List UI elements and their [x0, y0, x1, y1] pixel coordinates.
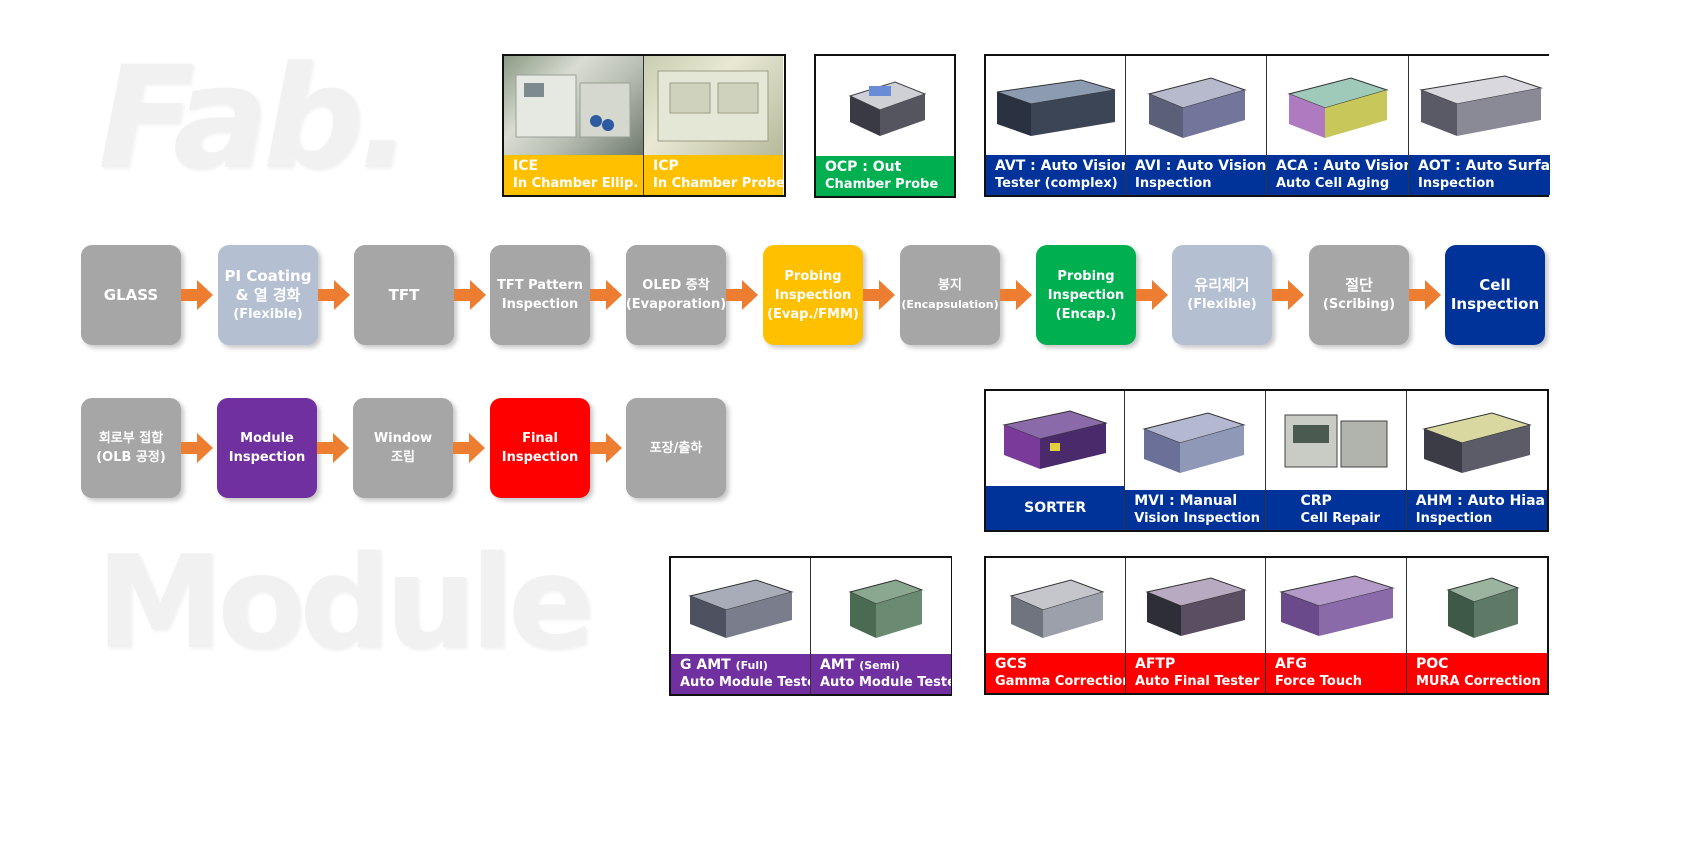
step-olb-bonding: 회로부 접합 (OLB 공정) [81, 398, 181, 498]
flow-arrow-icon [1409, 280, 1441, 310]
equipment-card-gcs: GCS Gamma Correction [986, 558, 1126, 693]
equipment-card-mvi: MVI : Manual Vision Inspection [1125, 391, 1266, 530]
step-scribing: 절단 (Scribing) [1309, 245, 1409, 345]
equipment-card-ocp: OCP : Out Chamber Probe [816, 56, 954, 196]
machine-render-icon [1409, 56, 1550, 155]
step-window-assembly: Window 조립 [353, 398, 453, 498]
equipment-card-aftp: AFTP Auto Final Tester [1126, 558, 1266, 693]
flow-arrow-icon [453, 433, 485, 463]
flow-arrow-icon [1136, 280, 1168, 310]
machine-render-icon [1407, 558, 1547, 653]
flow-arrow-icon [863, 280, 895, 310]
machine-render-icon [1125, 391, 1265, 490]
step-module-inspection: Module Inspection [217, 398, 317, 498]
flow-arrow-icon [181, 280, 213, 310]
step-probing-inspection-evap: Probing Inspection (Evap./FMM) [763, 245, 863, 345]
machine-render-icon [986, 391, 1125, 486]
flow-arrow-icon [590, 280, 622, 310]
flow-arrow-icon [590, 433, 622, 463]
equipment-card-avi: AVI : Auto Vision Inspection [1126, 56, 1267, 195]
step-pi-coating: PI Coating & 열 경화 (Flexible) [218, 245, 318, 345]
equipment-card-avt: AVT : Auto Vision Tester (complex) [986, 56, 1126, 195]
equipment-card-gamt: G AMT (Full) Auto Module Tester [671, 558, 811, 694]
equipment-group-cell-inspection: AVT : Auto Vision Tester (complex) AVI :… [984, 54, 1550, 197]
machine-render-icon [986, 56, 1125, 155]
flow-arrow-icon [317, 433, 349, 463]
equipment-card-ahm: AHM : Auto Hiaa Inspection [1406, 391, 1547, 530]
equipment-card-amt: AMT (Semi) Auto Module Tester [811, 558, 951, 694]
machine-render-icon [986, 558, 1125, 653]
equipment-group-final-inspection: GCS Gamma Correction AFTP Auto Final Tes… [984, 556, 1549, 695]
equipment-card-crp: CRP Cell Repair [1265, 391, 1407, 530]
flow-arrow-icon [726, 280, 758, 310]
equipment-group-module-inspection: G AMT (Full) Auto Module Tester AMT (Sem… [669, 556, 952, 696]
step-final-inspection: Final Inspection [490, 398, 590, 498]
equipment-group-evap: ICE In Chamber Ellip. ICP In Chamber Pro… [502, 54, 786, 197]
flow-arrow-icon [318, 280, 350, 310]
step-cell-inspection: Cell Inspection [1445, 245, 1545, 345]
step-glass-removal: 유리제거 (Flexible) [1172, 245, 1272, 345]
step-oled-evaporation: OLED 증착 (Evaporation) [626, 245, 726, 345]
machine-render-icon [1267, 56, 1408, 155]
equipment-card-afg: AFG Force Touch [1266, 558, 1407, 693]
machine-render-icon [811, 558, 951, 654]
flow-arrow-icon [454, 280, 486, 310]
flow-arrow-icon [1272, 280, 1304, 310]
flow-arrow-icon [181, 433, 213, 463]
equipment-card-icp: ICP In Chamber Probe [644, 56, 783, 195]
equipment-group-encap: OCP : Out Chamber Probe [814, 54, 956, 198]
equipment-card-poc: POC MURA Correction [1407, 558, 1547, 693]
fab-heading: Fab. [98, 36, 412, 201]
step-tft-pattern-inspection: TFT Pattern Inspection [490, 245, 590, 345]
machine-render-icon [671, 558, 810, 654]
step-packing-shipping: 포장/출하 [626, 398, 726, 498]
equipment-card-sorter: SORTER [986, 391, 1126, 530]
flow-arrow-icon [1000, 280, 1032, 310]
equipment-card-aot: AOT : Auto Surface Inspection [1409, 56, 1550, 195]
machine-render-icon [1126, 56, 1266, 155]
machine-render-icon [1126, 558, 1265, 653]
step-tft: TFT [354, 245, 454, 345]
equipment-group-cell-sorting: SORTER MVI : Manual Vision Inspection CR… [984, 389, 1549, 532]
equipment-card-ice: ICE In Chamber Ellip. [504, 56, 644, 195]
machine-photo-icon [504, 56, 643, 155]
step-glass: GLASS [81, 245, 181, 345]
equipment-card-aca: ACA : Auto Vision Auto Cell Aging [1267, 56, 1409, 195]
machine-render-icon [816, 56, 954, 156]
step-probing-inspection-encap: Probing Inspection (Encap.) [1036, 245, 1136, 345]
module-heading: Module [96, 529, 595, 678]
machine-render-icon [1406, 391, 1547, 490]
machine-render-icon [1265, 391, 1406, 490]
machine-render-icon [1266, 558, 1406, 653]
machine-photo-icon [644, 56, 783, 155]
step-encapsulation: 봉지 (Encapsulation) [900, 245, 1000, 345]
